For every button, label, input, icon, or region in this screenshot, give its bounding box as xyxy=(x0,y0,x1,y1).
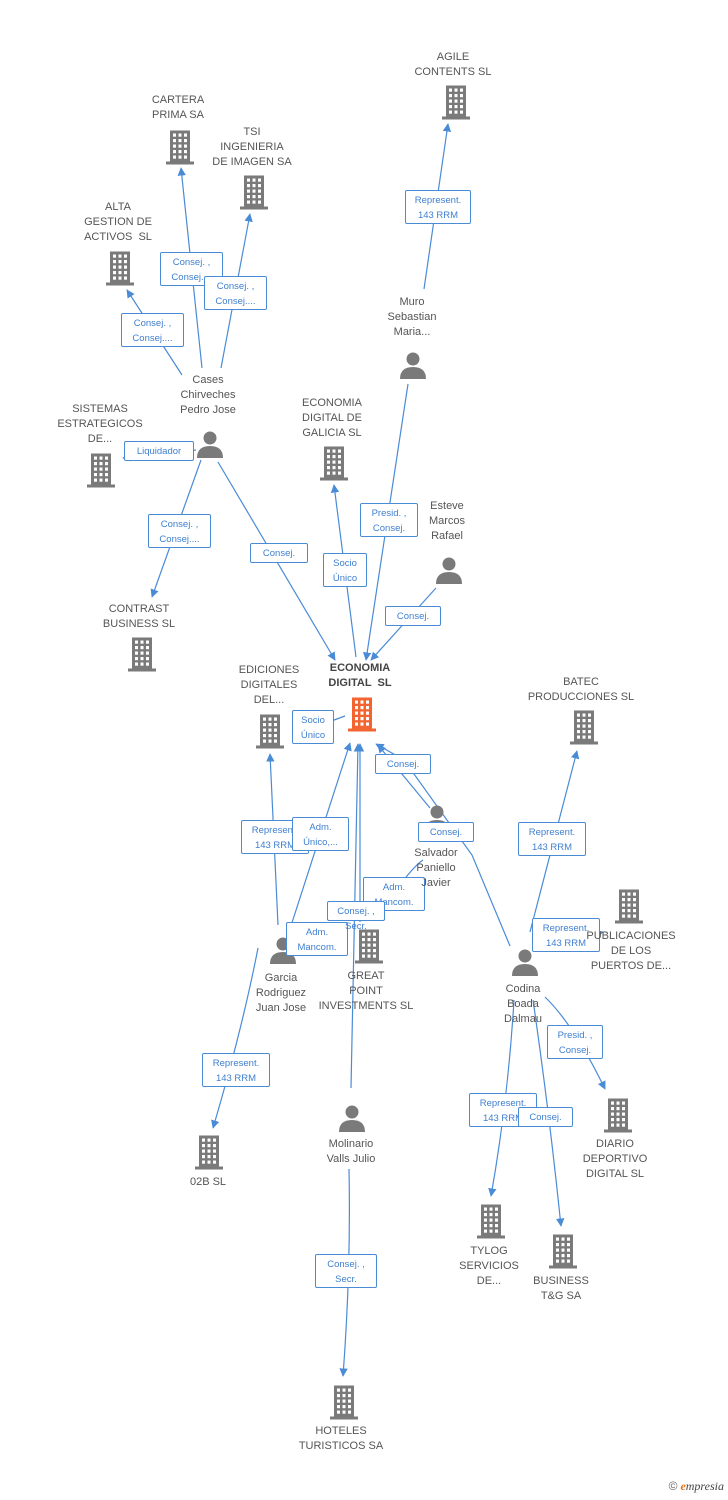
person-icon[interactable] xyxy=(339,1105,365,1133)
building-icon[interactable] xyxy=(442,85,470,120)
company-name[interactable]: DIARIO DEPORTIVO DIGITAL SL xyxy=(582,1138,648,1180)
relation-label[interactable]: Consej. , Consej.... xyxy=(121,313,184,347)
person-name[interactable]: Garcia Rodriguez Juan Jose xyxy=(255,972,307,1014)
edge-codina-to-center xyxy=(375,743,511,947)
relation-label[interactable]: Adm. Mancom. xyxy=(286,922,348,956)
relation-label[interactable]: Represent. 143 RRM xyxy=(405,190,471,224)
person-icon[interactable] xyxy=(512,949,538,977)
brand-name: mpresia xyxy=(685,1479,724,1493)
building-icon[interactable] xyxy=(355,929,383,964)
company-name[interactable]: 02B SL xyxy=(189,1176,227,1188)
relation-label[interactable]: Represent. 143 RRM xyxy=(518,822,586,856)
relation-label[interactable]: Represent. 143 RRM xyxy=(532,918,600,952)
building-icon[interactable] xyxy=(570,710,598,745)
person-name[interactable]: Cases Chirveches Pedro Jose xyxy=(180,374,236,416)
company-name[interactable]: CARTERA PRIMA SA xyxy=(151,94,205,121)
relation-label[interactable]: Consej. xyxy=(375,754,431,774)
person-name[interactable]: Codina Boada Dalmau xyxy=(504,983,542,1025)
relation-label[interactable]: Represent. 143 RRM xyxy=(202,1053,270,1087)
company-name[interactable]: TSI INGENIERIA DE IMAGEN SA xyxy=(212,126,292,168)
relation-label[interactable]: Presid. , Consej. xyxy=(547,1025,603,1059)
copyright-symbol: © xyxy=(668,1479,678,1493)
company-name[interactable]: PUBLICACIONES DE LOS PUERTOS DE... xyxy=(586,930,676,972)
main-company-building-icon[interactable] xyxy=(348,697,376,732)
building-icon[interactable] xyxy=(604,1098,632,1133)
company-name[interactable]: ALTA GESTION DE ACTIVOS SL xyxy=(84,201,152,243)
person-name[interactable]: Esteve Marcos Rafael xyxy=(428,500,466,542)
person-name[interactable]: Molinario Valls Julio xyxy=(326,1138,376,1165)
company-name[interactable]: CONTRAST BUSINESS SL xyxy=(102,603,176,630)
company-name[interactable]: ECONOMIA DIGITAL SL xyxy=(328,662,392,689)
company-name[interactable]: AGILE CONTENTS SL xyxy=(414,51,492,78)
building-icon[interactable] xyxy=(128,637,156,672)
person-icon[interactable] xyxy=(436,557,462,585)
relation-label[interactable]: Socio Único xyxy=(292,710,334,744)
person-name[interactable]: Salvador Paniello Javier xyxy=(414,847,458,889)
building-icon[interactable] xyxy=(106,251,134,286)
relation-label[interactable]: Consej. xyxy=(418,822,474,842)
relation-label[interactable]: Consej. xyxy=(385,606,441,626)
edge-garcia-to-o2b xyxy=(211,947,259,1129)
person-icon[interactable] xyxy=(197,431,223,459)
relation-label[interactable]: Consej. xyxy=(250,543,308,563)
company-name[interactable]: HOTELES TURISTICOS SA xyxy=(298,1425,384,1452)
relation-label[interactable]: Presid. , Consej. xyxy=(360,503,418,537)
building-icon[interactable] xyxy=(195,1135,223,1170)
company-name[interactable]: ECONOMIA DIGITAL DE GALICIA SL xyxy=(302,397,362,439)
relation-label[interactable]: Consej. , Consej.... xyxy=(148,514,211,548)
brand-initial: e xyxy=(680,1479,686,1493)
company-name[interactable]: TYLOG SERVICIOS DE... xyxy=(459,1245,519,1287)
relation-label[interactable]: Consej. , Secr. xyxy=(327,901,385,932)
company-name[interactable]: GREAT POINT INVESTMENTS SL xyxy=(318,970,414,1012)
empresia-logo[interactable]: © empresia xyxy=(669,1479,724,1494)
building-icon[interactable] xyxy=(615,889,643,924)
building-icon[interactable] xyxy=(256,714,284,749)
company-name[interactable]: SISTEMAS ESTRATEGICOS DE... xyxy=(57,403,143,445)
person-icon[interactable] xyxy=(400,352,426,380)
company-name[interactable]: BUSINESS T&G SA xyxy=(533,1275,589,1302)
person-name[interactable]: Muro Sebastian Maria... xyxy=(387,296,437,338)
building-icon[interactable] xyxy=(87,453,115,488)
building-icon[interactable] xyxy=(549,1234,577,1269)
building-icon[interactable] xyxy=(320,446,348,481)
company-name[interactable]: EDICIONES DIGITALES DEL... xyxy=(238,664,300,706)
building-icon[interactable] xyxy=(166,130,194,165)
building-icon[interactable] xyxy=(477,1204,505,1239)
relation-label[interactable]: Consej. , Secr. xyxy=(315,1254,377,1288)
relation-label[interactable]: Socio Único xyxy=(323,553,367,587)
relation-label[interactable]: Consej. xyxy=(518,1107,573,1127)
building-icon[interactable] xyxy=(240,175,268,210)
node-layer xyxy=(87,85,643,1420)
company-name[interactable]: BATEC PRODUCCIONES SL xyxy=(527,676,635,703)
relation-label[interactable]: Consej. , Consej.... xyxy=(204,276,267,310)
relation-label[interactable]: Liquidador xyxy=(124,441,194,461)
building-icon[interactable] xyxy=(330,1385,358,1420)
relation-label[interactable]: Adm. Único,... xyxy=(292,817,349,851)
